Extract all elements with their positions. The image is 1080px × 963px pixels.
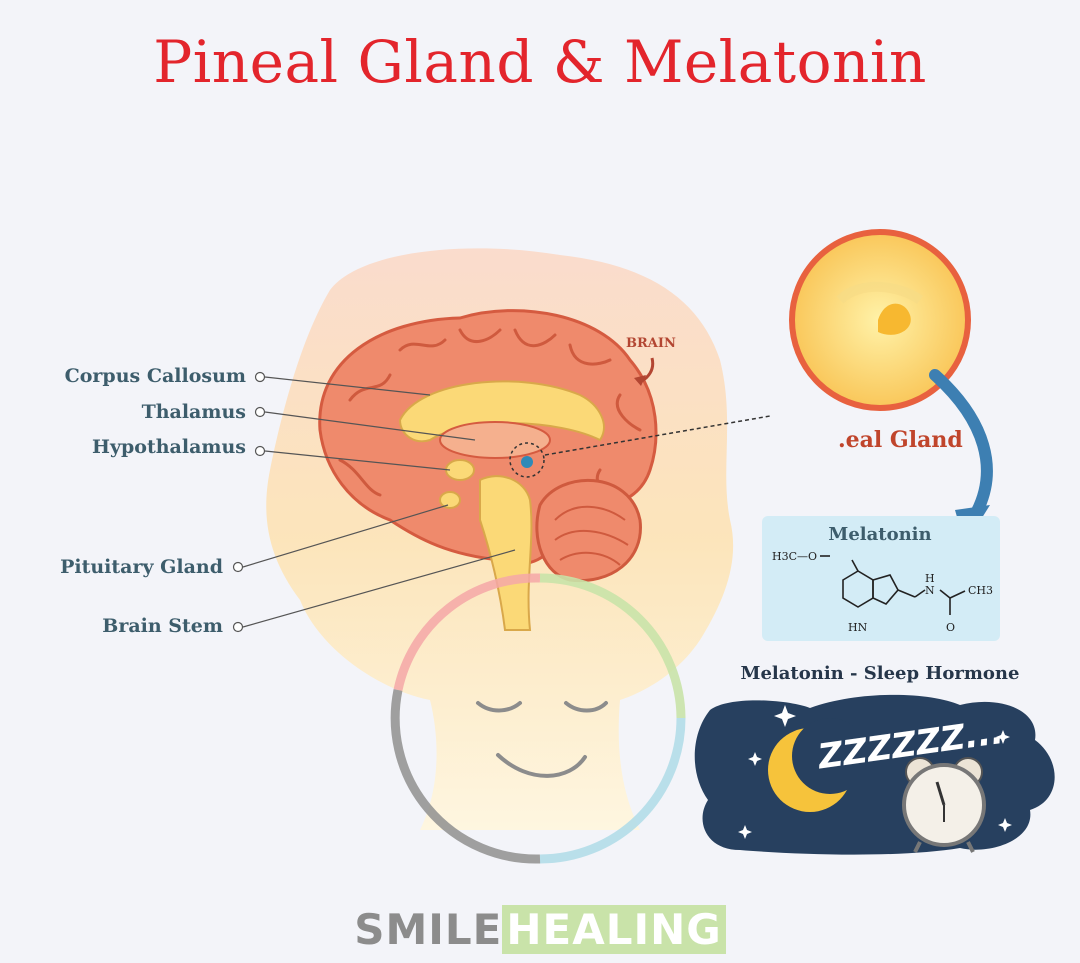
svg-text:Hypothalamus: Hypothalamus <box>92 436 246 458</box>
svg-text:Corpus Callosum: Corpus Callosum <box>65 365 246 387</box>
brain-folds <box>338 328 642 502</box>
sleep-cycle-ring <box>390 573 686 864</box>
thalamus-shape <box>439 421 551 459</box>
chem-n: N <box>925 584 935 597</box>
sleep-hormone-label: Melatonin - Sleep Hormone <box>741 663 1020 684</box>
sleeping-face <box>476 701 608 778</box>
label-corpus-callosum: Corpus Callosum <box>65 365 431 396</box>
label-brain-stem: Brain Stem <box>102 549 516 637</box>
svg-text:Thalamus: Thalamus <box>142 401 246 423</box>
pineal-marker <box>509 442 545 478</box>
moon-icon <box>768 718 868 812</box>
melatonin-structure <box>820 555 966 615</box>
logo-part-smile: SMILE <box>354 905 503 954</box>
label-pituitary-gland: Pituitary Gland <box>60 504 449 578</box>
label-thalamus: Thalamus <box>142 401 476 441</box>
cerebellum-folds <box>554 505 629 566</box>
pituitary-shape <box>439 491 461 509</box>
chem-methoxy: H3C—O <box>772 550 817 563</box>
melatonin-box <box>762 516 1000 641</box>
brain-label: BRAIN <box>626 336 676 351</box>
pineal-zoom <box>789 229 971 411</box>
curved-arrow <box>929 369 993 521</box>
corpus-callosum-shape <box>398 380 605 443</box>
hypothalamus-shape <box>445 459 475 481</box>
svg-text:Pituitary Gland: Pituitary Gland <box>60 556 223 578</box>
chem-hn: HN <box>848 621 868 634</box>
chem-ch3: CH3 <box>968 584 993 597</box>
logo-part-healing: HEALING <box>502 905 726 954</box>
alarm-clock-icon <box>902 757 986 853</box>
chem-h: H <box>925 572 935 585</box>
pineal-pointer-line <box>544 415 771 456</box>
page-title: Pineal Gland & Melatonin <box>153 28 927 96</box>
melatonin-title: Melatonin <box>828 524 931 545</box>
pineal-gland-label: .eal Gland <box>838 427 963 453</box>
brand-logo: SMILEHEALING <box>0 905 1080 954</box>
svg-text:Brain Stem: Brain Stem <box>102 615 223 637</box>
chem-o: O <box>946 621 955 634</box>
label-hypothalamus: Hypothalamus <box>92 436 451 471</box>
pineal-dot <box>521 456 533 468</box>
star-icons <box>738 705 1012 839</box>
